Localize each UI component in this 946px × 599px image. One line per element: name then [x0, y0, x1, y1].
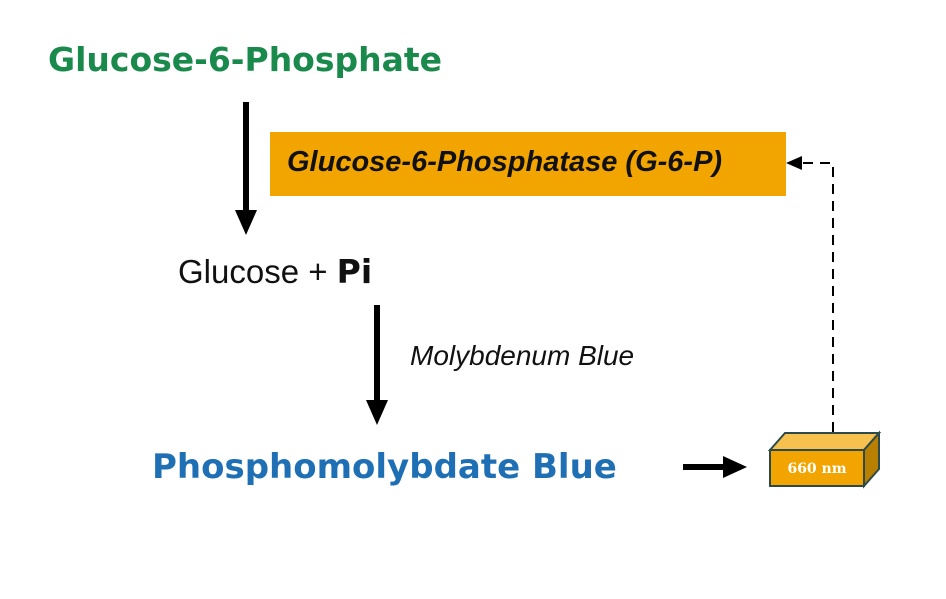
- dashed-feedback-arrow: [786, 156, 834, 432]
- arrow-products-to-complex: [366, 305, 388, 425]
- glucose-text: Glucose +: [178, 253, 337, 290]
- cuvette-icon: 660 nm: [767, 430, 882, 489]
- arrow-complex-to-cuvette: [683, 456, 747, 478]
- complex-label: Phosphomolybdate Blue: [152, 447, 617, 487]
- cuvette-label: 660 nm: [787, 461, 846, 477]
- substrate-label: Glucose-6-Phosphate: [48, 40, 443, 79]
- pi-text: Pi: [336, 252, 373, 291]
- enzyme-label: Glucose-6-Phosphatase (G-6-P): [287, 146, 723, 178]
- reagent-label: Molybdenum Blue: [410, 340, 635, 371]
- arrow-substrate-to-products: [235, 102, 257, 235]
- enzyme-box: [270, 132, 786, 196]
- products-label: Glucose + Pi: [178, 252, 372, 291]
